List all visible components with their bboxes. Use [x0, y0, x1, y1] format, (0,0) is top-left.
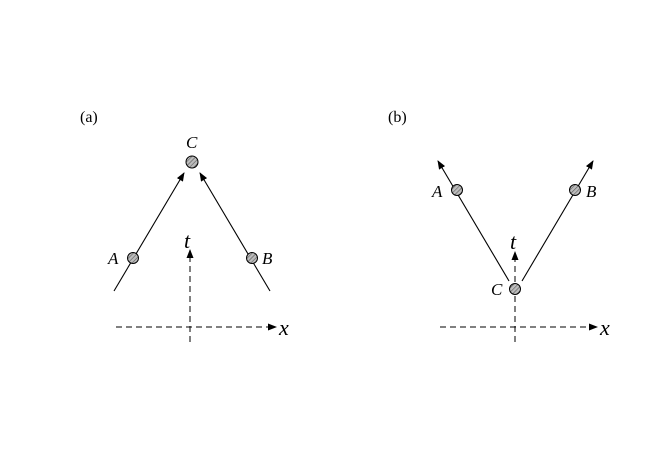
panel-a-label: (a) [80, 109, 98, 126]
panel-b-point-c-label: C [491, 280, 503, 299]
panel-a-t-label: t [184, 228, 191, 253]
panel-b-particle-b [569, 184, 581, 196]
panel-b-label: (b) [388, 109, 407, 126]
panel-b-worldline-a [437, 160, 510, 282]
panel-b-x-label: x [599, 315, 610, 340]
panel-b-point-b-label: B [586, 182, 597, 201]
panel-a: (a) x t A B C [80, 109, 289, 342]
panel-a-point-b-label: B [262, 249, 273, 268]
panel-a-particle-b [246, 252, 258, 264]
panel-b-t-label: t [510, 229, 517, 254]
panel-a-point-c-label: C [186, 133, 198, 152]
panel-b-particle-c [509, 283, 521, 295]
panel-a-x-label: x [278, 315, 289, 340]
panel-a-particle-c [185, 155, 199, 169]
panel-b-worldline-b [521, 160, 594, 282]
panel-a-worldline-b [199, 172, 271, 292]
panel-b: (b) x t A B C [388, 109, 610, 342]
panel-a-point-a-label: A [107, 249, 119, 268]
panel-a-worldline-a [113, 172, 185, 292]
panel-a-particle-a [127, 252, 139, 264]
panel-b-particle-a [451, 184, 463, 196]
panel-b-point-a-label: A [431, 182, 443, 201]
